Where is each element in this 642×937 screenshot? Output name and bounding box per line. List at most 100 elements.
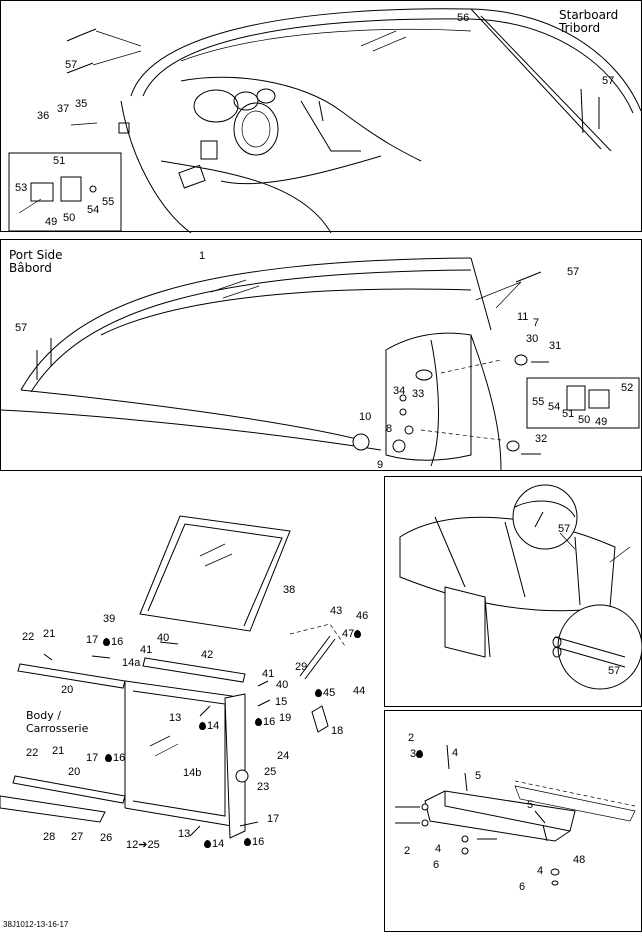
callout-39: 39 xyxy=(103,613,116,625)
callout-4: 4 xyxy=(452,747,459,759)
callout-47: 47 xyxy=(342,629,362,640)
callout-6: 6 xyxy=(519,881,526,893)
callout-48: 48 xyxy=(573,854,586,866)
callout-20: 20 xyxy=(61,684,74,696)
callout-46: 46 xyxy=(356,610,369,622)
loctite-drop-icon xyxy=(204,840,211,848)
callout-40: 40 xyxy=(276,679,289,691)
callout-14: 14 xyxy=(199,721,219,732)
callout-27: 27 xyxy=(71,831,84,843)
callout-10: 10 xyxy=(359,411,372,423)
callout-16-text: 16 xyxy=(252,836,265,848)
callout-57: 57 xyxy=(602,75,615,87)
callout-49: 49 xyxy=(595,416,608,428)
port-title-fr: Bâbord xyxy=(9,261,52,275)
callout-30: 30 xyxy=(526,333,539,345)
callout-16: 16 xyxy=(244,837,264,848)
overview-panel: 57 57 xyxy=(384,476,642,707)
starboard-drawing xyxy=(8,8,642,233)
callout-16-text: 16 xyxy=(113,752,126,764)
callout-33: 33 xyxy=(412,388,425,400)
callout-14-text: 14 xyxy=(212,838,225,850)
callout-21: 21 xyxy=(43,628,56,640)
loctite-drop-icon xyxy=(244,838,251,846)
callout-14a: 14a xyxy=(122,657,141,669)
loctite-drop-icon xyxy=(103,638,110,646)
callout-7: 7 xyxy=(533,317,540,329)
port-title: Port Side Bâbord xyxy=(9,249,63,275)
callout-13: 13 xyxy=(169,712,182,724)
callout-20: 20 xyxy=(68,766,81,778)
callout-5: 5 xyxy=(475,770,482,782)
callout-12-to-25: 12➔25 xyxy=(126,839,160,851)
callout-55: 55 xyxy=(102,196,115,208)
loctite-drop-icon xyxy=(105,754,112,762)
loctite-drop-icon xyxy=(315,689,322,697)
windshield-exploded-area: 38 39 22 21 17 16 40 41 14a 42 20 43 46 … xyxy=(0,476,384,932)
bracket-panel: 2 3 4 5 5 2 4 6 48 4 6 xyxy=(384,710,642,932)
callout-25: 25 xyxy=(264,766,277,778)
starboard-title: Starboard Tribord xyxy=(559,9,618,35)
callout-57: 57 xyxy=(608,665,621,677)
callout-35: 35 xyxy=(75,98,88,110)
callout-17: 17 xyxy=(86,634,99,646)
callout-57: 57 xyxy=(567,266,580,278)
callout-21: 21 xyxy=(52,745,65,757)
callout-4: 4 xyxy=(435,843,442,855)
loctite-drop-icon xyxy=(255,718,262,726)
body-label-en: Body / xyxy=(26,709,61,722)
windshield-exploded-drawing xyxy=(0,515,346,839)
callout-14b: 14b xyxy=(183,767,202,779)
callout-55: 55 xyxy=(532,396,545,408)
callout-16: 16 xyxy=(103,637,123,648)
callout-24: 24 xyxy=(277,750,290,762)
callout-26: 26 xyxy=(100,832,113,844)
callout-40: 40 xyxy=(157,632,170,644)
callout-44: 44 xyxy=(353,685,366,697)
callout-14-text: 14 xyxy=(207,720,220,732)
callout-17: 17 xyxy=(86,752,99,764)
callout-16-text: 16 xyxy=(263,716,276,728)
callout-11: 11 xyxy=(517,311,529,323)
body-label: Body / Carrosserie xyxy=(26,709,88,735)
port-drawing xyxy=(1,257,640,471)
callout-57: 57 xyxy=(558,523,571,535)
callout-29: 29 xyxy=(295,661,308,673)
loctite-drop-icon xyxy=(199,722,206,730)
callout-56: 56 xyxy=(457,12,470,24)
callout-9: 9 xyxy=(377,459,384,471)
callout-4: 4 xyxy=(537,865,544,877)
callout-38: 38 xyxy=(283,584,296,596)
callout-17: 17 xyxy=(267,813,280,825)
callout-28: 28 xyxy=(43,831,56,843)
callout-47-text: 47 xyxy=(342,628,355,640)
callout-57: 57 xyxy=(15,322,28,334)
callout-54: 54 xyxy=(87,204,100,216)
drawing-reference: 38J1012-13-16-17 xyxy=(3,920,69,929)
callout-13: 13 xyxy=(178,828,191,840)
callout-15: 15 xyxy=(275,696,288,708)
callout-51: 51 xyxy=(562,408,575,420)
callout-3-text: 3 xyxy=(410,748,417,760)
callout-50: 50 xyxy=(63,212,76,224)
callout-16: 16 xyxy=(105,753,125,764)
callout-37: 37 xyxy=(57,103,70,115)
callout-57: 57 xyxy=(65,59,78,71)
callout-3: 3 xyxy=(410,749,424,760)
loctite-drop-icon xyxy=(354,630,362,638)
callout-50: 50 xyxy=(578,414,591,426)
callout-18: 18 xyxy=(331,725,344,737)
callout-22: 22 xyxy=(22,631,35,643)
callout-16-text: 16 xyxy=(111,636,124,648)
callout-5: 5 xyxy=(527,799,534,811)
callout-8: 8 xyxy=(386,423,393,435)
callout-19: 19 xyxy=(279,712,292,724)
callout-34: 34 xyxy=(393,385,406,397)
starboard-title-fr: Tribord xyxy=(559,21,601,35)
loctite-drop-icon xyxy=(416,750,424,758)
port-title-en: Port Side xyxy=(9,248,63,262)
callout-45-text: 45 xyxy=(323,687,336,699)
callout-23: 23 xyxy=(257,781,270,793)
callout-53: 53 xyxy=(15,182,28,194)
port-panel: Port Side Bâbord 1 57 57 11 7 30 31 34 3… xyxy=(0,239,642,471)
